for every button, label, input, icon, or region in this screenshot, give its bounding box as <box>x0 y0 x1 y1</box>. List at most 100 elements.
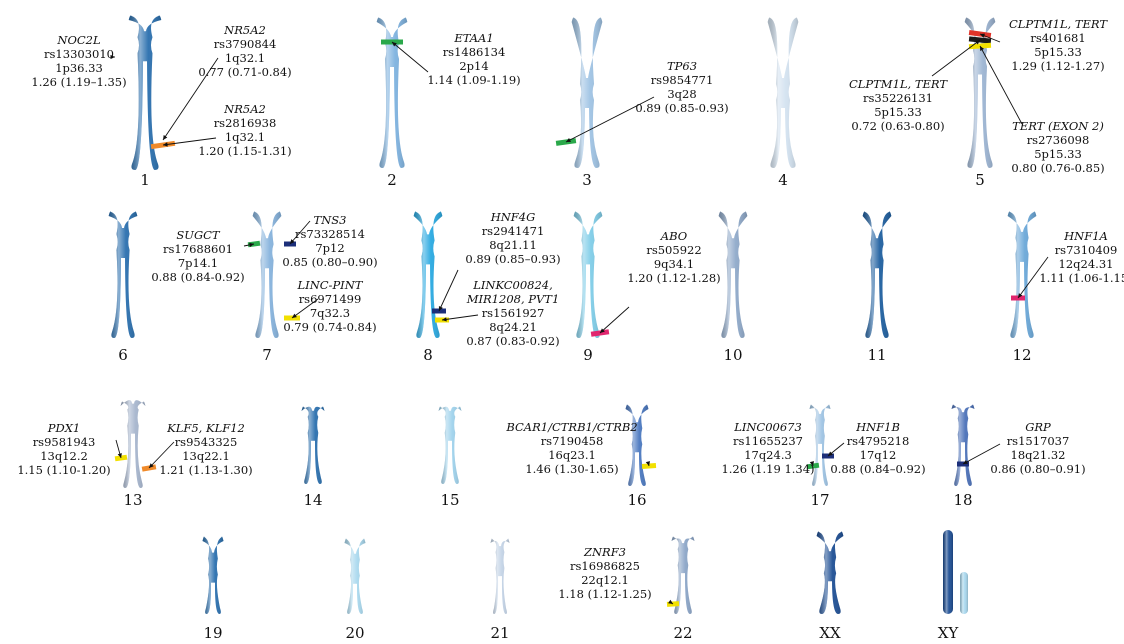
chromosome-12-shape <box>1008 212 1037 339</box>
cytoband: 1q32.1 <box>225 51 265 65</box>
chromosome-number: 10 <box>723 346 742 364</box>
snp-id: rs9543325 <box>175 435 238 449</box>
chromosome-10-shape <box>719 212 748 339</box>
chromosome-19 <box>202 537 223 615</box>
cytoband: 22q12.1 <box>581 573 629 587</box>
snp-id: rs6971499 <box>299 292 362 306</box>
gene-name: KLF5, KLF12 <box>166 421 245 435</box>
chromosome-16-shading <box>626 405 649 487</box>
gene-name: ABO <box>660 229 688 243</box>
annotation-noc2l: NOC2Lrs133030101p36.331.26 (1.19–1.35) <box>31 33 126 89</box>
odds-ratio: 1.15 (1.10-1.20) <box>17 463 110 477</box>
snp-id: rs1561927 <box>482 306 545 320</box>
annotation-znrf3: ZNRF3rs1698682522q12.11.18 (1.12-1.25) <box>558 545 651 601</box>
chromosome-20 <box>344 539 365 615</box>
chromosome-xx <box>817 532 844 615</box>
chromosome-14 <box>302 407 325 485</box>
leader-line <box>963 444 1000 464</box>
snp-id: rs16986825 <box>570 559 640 573</box>
cytoband: 17q24.3 <box>744 448 792 462</box>
snp-id: rs401681 <box>1030 31 1085 45</box>
chromosome-number: XY <box>938 624 960 642</box>
chromosome-13-shading <box>121 400 146 488</box>
leader-arrowhead <box>163 135 167 140</box>
odds-ratio: 0.89 (0.85-0.93) <box>635 101 728 115</box>
cytoband: 8q21.11 <box>489 238 537 252</box>
chromosome-number: 18 <box>953 491 972 509</box>
cytoband: 7p14.1 <box>178 256 218 270</box>
snp-id: rs2941471 <box>482 224 545 238</box>
gene-name: ETAA1 <box>453 31 493 45</box>
snp-id: rs2816938 <box>214 116 277 130</box>
chromosome-12 <box>1008 212 1037 339</box>
leader-line <box>932 40 980 76</box>
odds-ratio: 1.14 (1.09-1.19) <box>427 73 520 87</box>
annotation-nr5a2: NR5A2rs37908441q32.10.77 (0.71-0.84) <box>198 23 291 79</box>
chromosome-number: 15 <box>440 491 459 509</box>
chromosome-3-shading <box>572 18 603 169</box>
annotation-etaa1: ETAA1rs14861342p141.14 (1.09-1.19) <box>427 31 520 87</box>
odds-ratio: 0.87 (0.83-0.92) <box>466 334 559 348</box>
gene-name: NR5A2 <box>223 23 266 37</box>
chromosome-10 <box>719 212 748 339</box>
chromosome-4 <box>768 18 799 169</box>
chromosome-7 <box>253 212 282 339</box>
cytoband: 1p36.33 <box>55 61 103 75</box>
snp-id: rs4795218 <box>847 434 910 448</box>
odds-ratio: 0.86 (0.80–0.91) <box>990 462 1085 476</box>
chromosome-7-shading <box>253 212 282 339</box>
chromosome-number: 4 <box>778 171 788 189</box>
cytoband: 12q24.31 <box>1059 257 1114 271</box>
snp-id: rs9581943 <box>33 435 96 449</box>
cytoband: 1q32.1 <box>225 130 265 144</box>
annotation-clptm1l-tert: CLPTM1L, TERTrs352261315p15.330.72 (0.63… <box>849 77 948 133</box>
snp-id: rs73328514 <box>295 227 365 241</box>
gene-name: HNF1B <box>855 420 900 434</box>
chromosome-20-shading <box>344 539 365 615</box>
chromosome-number: 6 <box>118 346 128 364</box>
chromosome-number: 1 <box>140 171 150 189</box>
cytoband: 2p14 <box>459 59 488 73</box>
snp-id: rs505922 <box>646 243 701 257</box>
leader-line <box>980 46 1022 124</box>
chromosome-number: 11 <box>867 346 886 364</box>
snp-id: rs1486134 <box>443 45 506 59</box>
chromosome-number: 17 <box>810 491 829 509</box>
gene-name: LINC-PINT <box>297 278 364 292</box>
chromosome-xy <box>943 530 968 614</box>
odds-ratio: 0.88 (0.84-0.92) <box>151 270 244 284</box>
gene-name: LINC00673 <box>733 420 802 434</box>
chromosome-number: 14 <box>303 491 322 509</box>
cytoband: 7p12 <box>315 241 344 255</box>
gene-name: SUGCT <box>176 228 221 242</box>
odds-ratio: 0.79 (0.74-0.84) <box>283 320 376 334</box>
annotation-tp63: TP63rs98547713q280.89 (0.85-0.93) <box>635 59 728 115</box>
chromosome-4-shading <box>768 18 799 169</box>
gene-name: HNF4G <box>490 210 536 224</box>
chromosome-21-shading <box>490 539 509 615</box>
leader-line <box>600 307 629 333</box>
odds-ratio: 1.11 (1.06-1.15) <box>1039 271 1124 285</box>
chromosome-19-shading <box>202 537 223 615</box>
gene-name: TERT (EXON 2) <box>1012 119 1104 133</box>
chromosome-9 <box>574 212 603 339</box>
chromosome-21 <box>490 539 509 615</box>
chromosome-number: 19 <box>203 624 222 642</box>
chromosome-11 <box>863 212 892 339</box>
chromosome-15-shading <box>439 407 462 485</box>
annotation-linkc00824-: LINKC00824,MIR1208, PVT1rs15619278q24.21… <box>466 278 560 348</box>
chromosome-number: 16 <box>627 491 646 509</box>
snp-id: rs1517037 <box>1007 434 1070 448</box>
chromosome-number: 7 <box>262 346 272 364</box>
chromosome-6 <box>109 212 138 339</box>
chromosome-number: 21 <box>490 624 509 642</box>
leader-line <box>439 270 458 311</box>
chromosome-number: 5 <box>975 171 985 189</box>
odds-ratio: 1.46 (1.30-1.65) <box>525 462 618 476</box>
